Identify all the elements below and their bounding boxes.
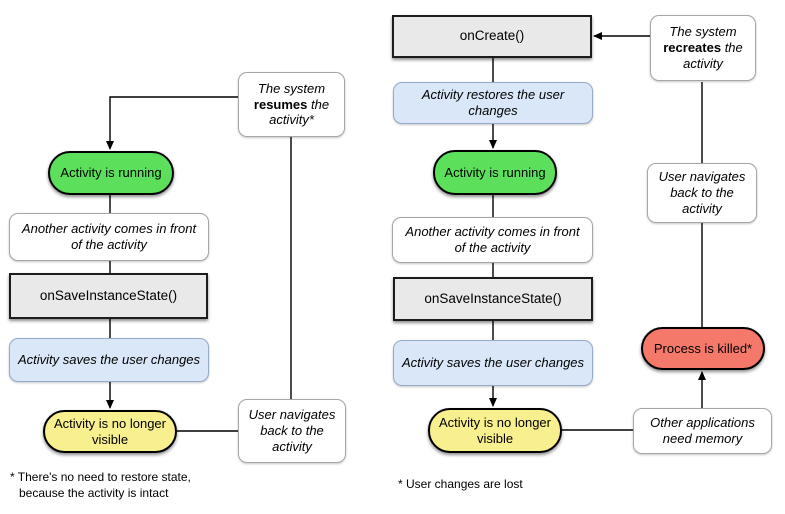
state-no-longer-visible-right: Activity is no longer visible: [428, 408, 562, 453]
note-label: Another activity comes in front of the a…: [405, 224, 580, 255]
callback-oncreate: onCreate(): [392, 15, 592, 58]
note-other-apps-memory: Other applications need memory: [633, 408, 772, 454]
note-label: Activity saves the user changes: [401, 355, 585, 371]
note-label: Activity saves the user changes: [17, 352, 201, 368]
note-system-recreates: The system recreates the activity: [650, 15, 756, 81]
note-label: Other applications need memory: [650, 415, 755, 446]
note-user-navigates-right: User navigates back to the activity: [647, 163, 757, 223]
footnote-line1: * There's no need to restore state,: [10, 470, 191, 484]
note-saves-changes-right: Activity saves the user changes: [393, 340, 593, 386]
state-label: Activity is no longer visible: [54, 415, 166, 447]
note-restores-changes: Activity restores the user changes: [393, 82, 593, 124]
callback-onsaveinstancestate-right: onSaveInstanceState(): [393, 277, 593, 321]
state-process-killed: Process is killed*: [641, 327, 765, 370]
note-system-resumes-text: The system resumes the activity*: [253, 80, 330, 128]
note-system-recreates-text: The system recreates the activity: [663, 24, 743, 71]
note-label: Activity restores the user changes: [421, 87, 565, 118]
callback-label: onSaveInstanceState(): [424, 290, 562, 306]
note-label: User navigates back to the activity: [658, 169, 746, 216]
callback-label: onCreate(): [459, 28, 525, 44]
footnote-right: * User changes are lost: [398, 477, 618, 493]
state-label: Activity is running: [60, 165, 162, 181]
note-label: Another activity comes in front of the a…: [21, 221, 197, 252]
footnote-line2: because the activity is intact: [19, 485, 169, 500]
note-saves-changes-left: Activity saves the user changes: [9, 338, 209, 382]
state-no-longer-visible-left: Activity is no longer visible: [43, 410, 177, 453]
state-label: Process is killed*: [653, 340, 753, 356]
note-user-navigates-left: User navigates back to the activity: [238, 399, 346, 463]
note-label: User navigates back to the activity: [248, 407, 336, 454]
note-system-resumes: The system resumes the activity*: [238, 72, 345, 137]
state-activity-running-left: Activity is running: [48, 151, 174, 195]
callback-onsaveinstancestate-left: onSaveInstanceState(): [9, 273, 208, 319]
state-activity-running-right: Activity is running: [433, 150, 557, 195]
callback-label: onSaveInstanceState(): [39, 287, 178, 303]
note-another-activity-right: Another activity comes in front of the a…: [392, 217, 593, 263]
note-another-activity-left: Another activity comes in front of the a…: [9, 213, 209, 261]
state-label: Activity is no longer visible: [439, 414, 551, 446]
footnote-line1: * User changes are lost: [398, 477, 523, 491]
state-label: Activity is running: [444, 164, 546, 180]
footnote-left: * There's no need to restore state, beca…: [10, 470, 270, 501]
